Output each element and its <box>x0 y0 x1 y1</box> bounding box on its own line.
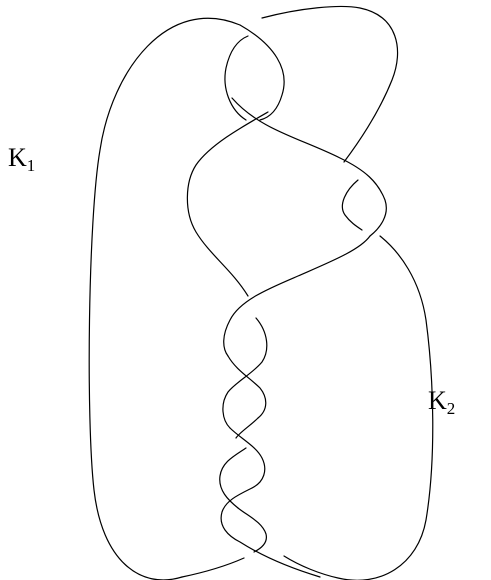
label-k2-base: K <box>428 386 447 415</box>
k1-outer-left-arc <box>88 17 241 580</box>
braid-twist-1 <box>227 355 267 419</box>
k1-small-dip <box>341 179 363 231</box>
braid-twist-3b <box>181 507 267 578</box>
label-k1-base: K <box>8 143 27 172</box>
label-k1-sub: 1 <box>26 156 36 175</box>
label-k1: K1 <box>8 143 36 175</box>
braid-twist-2 <box>229 427 266 489</box>
label-k2-sub: 2 <box>446 399 456 418</box>
k2-outer-right-arc <box>283 235 434 580</box>
k1-lower-diagonal <box>223 235 371 357</box>
component-k1 <box>88 17 387 580</box>
k1-upper-diagonal <box>231 97 387 237</box>
braid-twist-3 <box>220 487 321 578</box>
braid-twist-1b <box>222 317 268 429</box>
component-k2 <box>261 5 434 580</box>
k1-clasp-strand <box>239 24 285 121</box>
k2-top-arc <box>261 5 399 163</box>
k1-left-lobe <box>186 111 269 297</box>
label-k2: K2 <box>428 386 456 418</box>
k1-clasp-return <box>224 35 249 121</box>
